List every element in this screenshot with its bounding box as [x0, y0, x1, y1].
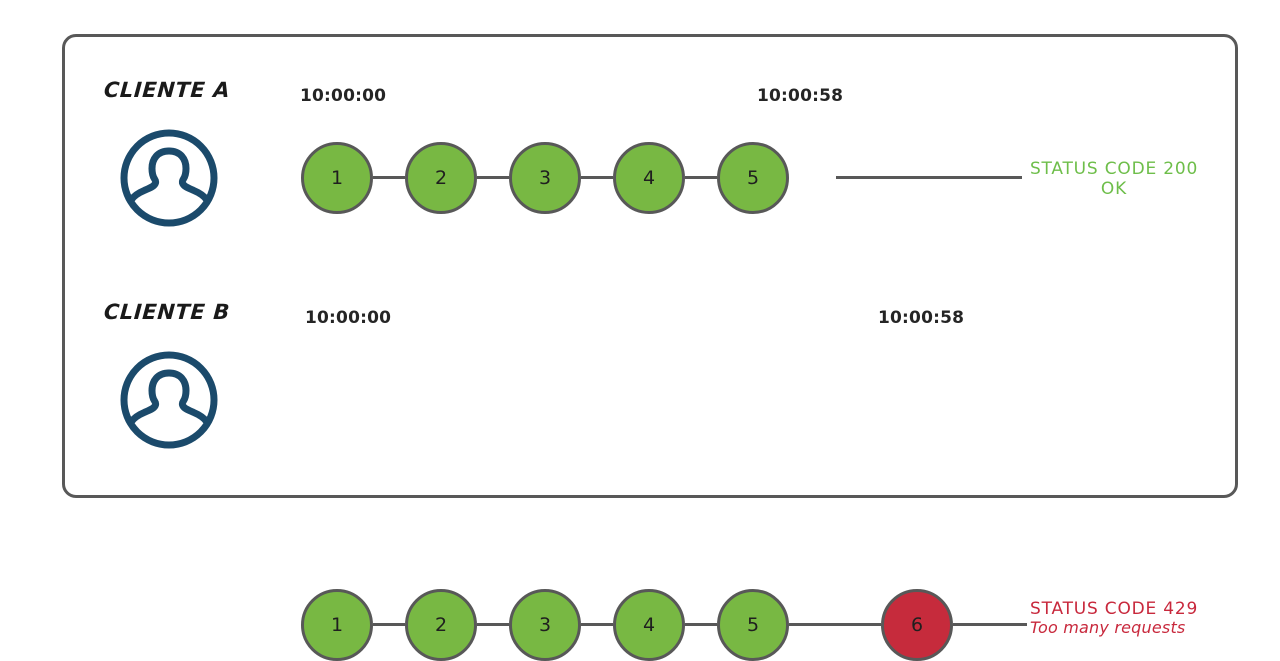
- request-node[interactable]: 5: [717, 142, 789, 214]
- request-node-rate-limited[interactable]: 6: [881, 589, 953, 661]
- status-text-line: Too many requests: [1030, 618, 1186, 638]
- client-b-response-line: [953, 623, 1027, 626]
- request-node[interactable]: 1: [301, 589, 373, 661]
- request-node[interactable]: 2: [405, 589, 477, 661]
- connector: [685, 623, 717, 626]
- status-code-line: STATUS CODE 200: [1029, 159, 1199, 179]
- request-node-number: 3: [538, 614, 552, 636]
- client-a-end-timestamp: 10:00:58: [757, 86, 844, 106]
- client-a-start-timestamp: 10:00:00: [300, 86, 387, 106]
- client-b-status-message: STATUS CODE 429 Too many requests: [1030, 599, 1230, 638]
- connector: [477, 623, 509, 626]
- request-node-number: 5: [746, 167, 760, 189]
- status-code-line: STATUS CODE 429: [1030, 599, 1199, 619]
- connector: [789, 623, 881, 626]
- user-avatar-icon: [118, 127, 220, 229]
- diagram-frame: [62, 34, 1238, 498]
- status-text-line: OK: [1100, 179, 1128, 200]
- request-node-number: 4: [642, 167, 656, 189]
- client-b-end-timestamp: 10:00:58: [878, 308, 965, 328]
- request-node-number: 4: [642, 614, 656, 636]
- request-node[interactable]: 3: [509, 142, 581, 214]
- request-node[interactable]: 4: [613, 589, 685, 661]
- request-node[interactable]: 1: [301, 142, 373, 214]
- connector: [581, 623, 613, 626]
- client-a-label: CLIENTE A: [103, 78, 232, 102]
- request-node-number: 2: [434, 614, 448, 636]
- client-a-status-message: STATUS CODE 200 OK: [1028, 159, 1200, 199]
- client-b-label: CLIENTE B: [103, 300, 231, 324]
- request-node-number: 2: [434, 167, 448, 189]
- user-avatar-icon: [118, 349, 220, 451]
- client-a-response-line: [836, 176, 1022, 179]
- connector: [373, 623, 405, 626]
- request-node-number: 6: [910, 614, 924, 636]
- connector: [581, 176, 613, 179]
- request-node-number: 1: [330, 167, 344, 189]
- request-node[interactable]: 3: [509, 589, 581, 661]
- connector: [685, 176, 717, 179]
- connector: [477, 176, 509, 179]
- request-node-number: 3: [538, 167, 552, 189]
- request-node[interactable]: 4: [613, 142, 685, 214]
- request-node-number: 5: [746, 614, 760, 636]
- request-node[interactable]: 2: [405, 142, 477, 214]
- connector: [373, 176, 405, 179]
- request-node-number: 1: [330, 614, 344, 636]
- diagram-canvas: CLIENTE A 10:00:00 10:00:58 1 2 3: [62, 34, 1238, 661]
- client-b-start-timestamp: 10:00:00: [305, 308, 392, 328]
- request-node[interactable]: 5: [717, 589, 789, 661]
